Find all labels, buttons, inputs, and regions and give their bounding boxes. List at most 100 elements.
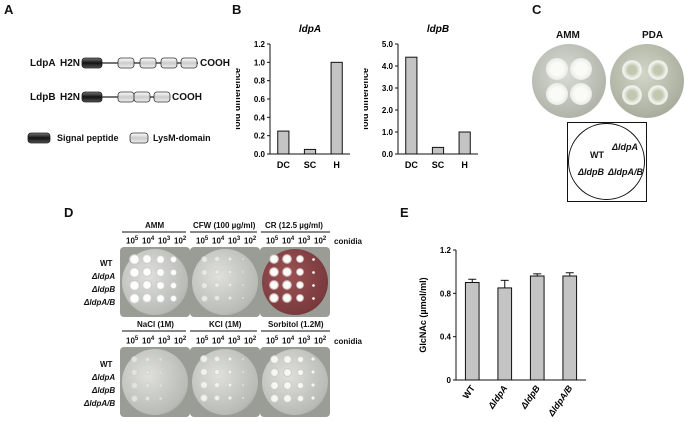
fungal-spot — [282, 354, 292, 364]
fungal-spot — [269, 393, 279, 403]
fungal-spot — [200, 281, 208, 289]
fungal-spot — [228, 383, 232, 387]
legend-lysm-swatch — [129, 132, 149, 144]
medium-amm-label: AMM — [556, 30, 580, 41]
fungal-spot — [296, 281, 304, 289]
fungal-spot — [169, 294, 177, 302]
fungal-spot — [296, 368, 304, 376]
dilution-label: 105 — [126, 336, 139, 346]
fungal-spot — [242, 397, 244, 399]
fungal-spot — [311, 283, 315, 287]
ldpb-chart-category-label: SC — [432, 160, 445, 170]
fungal-spot — [269, 293, 279, 303]
ldpa-c-term: COOH — [200, 58, 230, 69]
ldpa-domains — [81, 57, 198, 69]
pda-colony — [622, 85, 642, 105]
glcnac-chart-category-label: ΔldpA/B — [546, 383, 575, 419]
fungal-spot — [282, 280, 292, 290]
fungal-spot — [296, 394, 304, 402]
ldpb-name: LdpB — [30, 92, 56, 103]
fungal-spot — [242, 284, 244, 286]
strain-bottom-ldpb: ΔldpB — [92, 386, 116, 395]
fungal-spot — [214, 269, 220, 275]
fungal-spot — [144, 395, 150, 401]
fungal-spot — [242, 384, 244, 386]
ldpa-lysm-4 — [180, 57, 198, 69]
fungal-spot — [169, 281, 177, 289]
ldpb-domains — [81, 91, 171, 103]
ldpb-chart-tick-label: 4.0 — [382, 62, 394, 71]
fungal-spot — [155, 254, 165, 264]
fungal-spot — [228, 296, 232, 300]
amm-plate — [532, 44, 606, 118]
amm-colony — [546, 83, 568, 105]
legend-lysm-label: LysM-domain — [153, 133, 211, 143]
dilution-label: 103 — [298, 236, 311, 246]
ldpb-lysm-2 — [133, 91, 151, 103]
fungal-spot — [311, 370, 315, 374]
fungal-spot — [228, 270, 232, 274]
ldpa-chart-tick-label: 0.4 — [254, 113, 266, 122]
glcnac-chart-tick-label: 0 — [447, 376, 452, 385]
conidia-label-top: conidia — [334, 237, 363, 246]
fungal-spot — [269, 280, 279, 290]
ldpa-chart-category-label: H — [333, 160, 340, 170]
fungal-spot — [142, 267, 152, 277]
ldpa-chart-tick-label: 1.2 — [254, 40, 266, 49]
fungal-spot — [214, 395, 220, 401]
key-wt: WT — [590, 150, 604, 160]
ldpb-chart-ylabel: fold difference — [364, 68, 370, 130]
fungal-spot — [128, 266, 140, 278]
fungal-spot — [200, 294, 208, 302]
fungal-spot — [296, 355, 304, 363]
glcnac-chart-category-label: ΔldpA — [486, 383, 510, 411]
fungal-spot — [214, 356, 220, 362]
fungal-spot — [296, 268, 304, 276]
dilution-label: 104 — [142, 236, 155, 246]
glcnac-chart-bar — [529, 275, 545, 381]
panel-d-label: D — [64, 205, 74, 220]
fungal-spot — [214, 382, 220, 388]
medium-pda-label: PDA — [642, 30, 664, 41]
strain-top-wt: WT — [100, 259, 113, 268]
ldpa-chart-bar — [277, 130, 290, 155]
fungal-spot — [155, 280, 165, 290]
fungal-spot — [130, 381, 138, 389]
fungal-spot — [228, 357, 232, 361]
fungal-spot — [200, 268, 208, 276]
ldpa-chart-tick-label: 0.6 — [254, 95, 266, 104]
ldpb-chart-tick-label: 2.0 — [382, 106, 394, 115]
fungal-spot — [169, 255, 177, 263]
dilution-label: 104 — [282, 236, 295, 246]
ldpb-signal-peptide — [81, 91, 103, 103]
fungal-spot — [155, 293, 165, 303]
panel-e-label: E — [400, 205, 409, 220]
fungal-spot — [214, 256, 220, 262]
dilution-label: 105 — [266, 236, 279, 246]
panel-a-label: A — [4, 2, 14, 17]
fungal-spot — [130, 355, 138, 363]
dilution-label: 103 — [228, 236, 241, 246]
dilution-label: 105 — [126, 236, 139, 246]
ldpa-chart-tick-label: 0.2 — [254, 132, 266, 141]
fungal-spot — [242, 297, 244, 299]
dilution-label: 103 — [158, 336, 171, 346]
ldpb-n-term: H2N — [60, 92, 81, 103]
fungal-spot — [200, 394, 208, 402]
ldpa-n-term: H2N — [60, 58, 81, 69]
ldpa-lysm-2 — [139, 57, 157, 69]
glcnac-chart-ylabel: GlcNAc (µmol/ml) — [418, 277, 428, 352]
key-ldpab: ΔldpA/B — [608, 167, 644, 177]
fungal-spot — [228, 370, 232, 374]
ldpa-chart-title: ldpA — [299, 24, 321, 35]
strain-top-ldpab: ΔldpA/B — [84, 298, 116, 307]
fungal-spot — [128, 279, 140, 291]
glcnac-chart-bar — [497, 287, 513, 381]
fungal-spot — [144, 356, 150, 362]
dilution-label: 105 — [266, 336, 279, 346]
key-ldpb: ΔldpB — [578, 167, 605, 177]
ldpb-chart-bar — [431, 146, 445, 155]
ldpa-lysm-3 — [160, 57, 178, 69]
ldpb-lysm-3 — [153, 91, 171, 103]
strain-bottom-ldpab: ΔldpA/B — [84, 399, 116, 408]
